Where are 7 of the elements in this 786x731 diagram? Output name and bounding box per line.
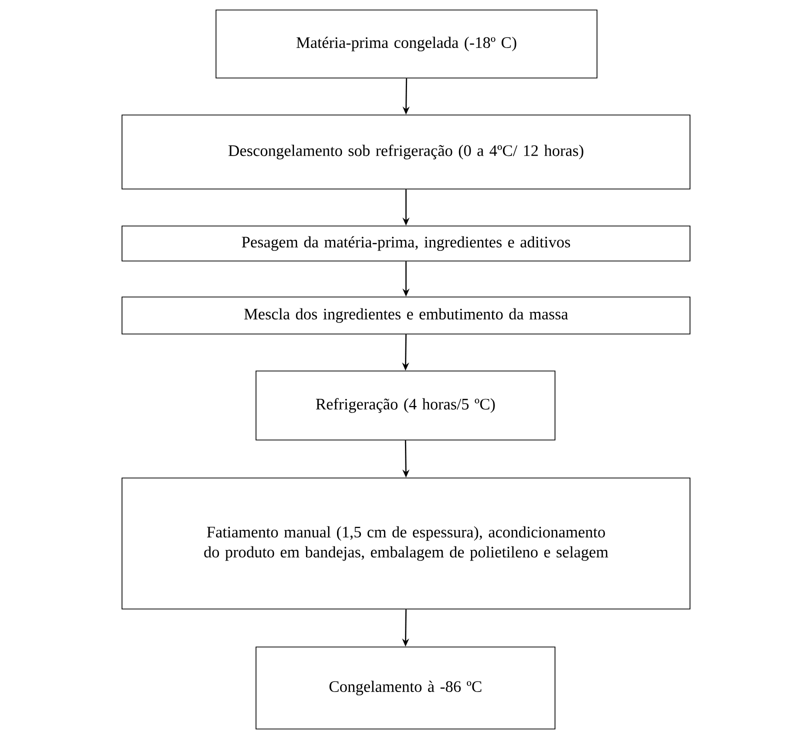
process-box: Fatiamento manual (1,5 cm de espessura), acondicionamento do produto em bandejas, embalagem de polietileno e selagem [122, 478, 690, 610]
process-box: Congelamento à -86 ºC [256, 646, 556, 730]
process-box: Matéria-prima congelada (-18º C) [216, 10, 598, 78]
process-box: Pesagem da matéria-prima, ingredientes e aditivos [122, 226, 690, 262]
process-box: Refrigeração (4 horas/5 ºC) [256, 370, 556, 440]
process-box: Mescla dos ingredientes e embutimento da massa [122, 296, 690, 334]
process-box: Descongelamento sob refrigeração (0 a 4ºC/ 12 horas) [122, 114, 690, 190]
